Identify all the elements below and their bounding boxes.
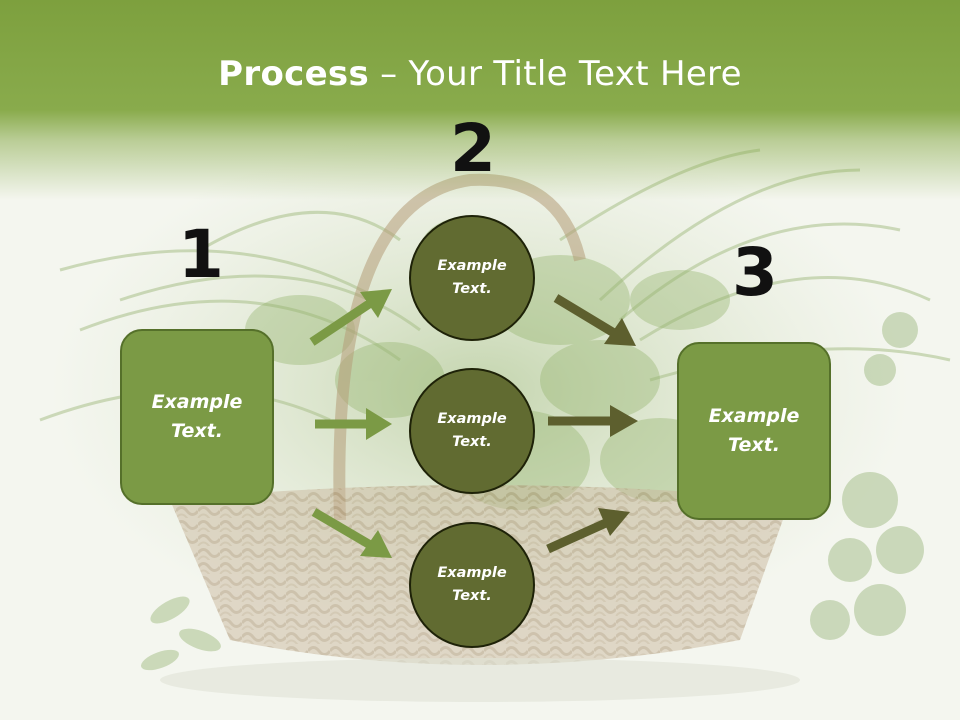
step-number-3: 3 [732,234,778,311]
circle-middle-text: Example Text. [437,411,507,450]
title-rest: – Your Title Text Here [369,54,742,94]
step-number-2: 2 [450,110,496,187]
slide-title: Process – Your Title Text Here [0,54,960,94]
step-number-1: 1 [178,216,224,293]
circle-top-text: Example Text. [437,258,507,297]
step-1-box-text: Example Text. [151,391,243,442]
circle-top: Example Text. [409,215,535,341]
circle-middle: Example Text. [409,368,535,494]
circle-bottom: Example Text. [409,522,535,648]
header-band [0,0,960,200]
step-3-box: Example Text. [677,342,831,520]
step-3-box-text: Example Text. [708,405,800,456]
title-bold: Process [218,54,370,94]
circle-bottom-text: Example Text. [437,565,507,604]
step-1-box: Example Text. [120,329,274,505]
